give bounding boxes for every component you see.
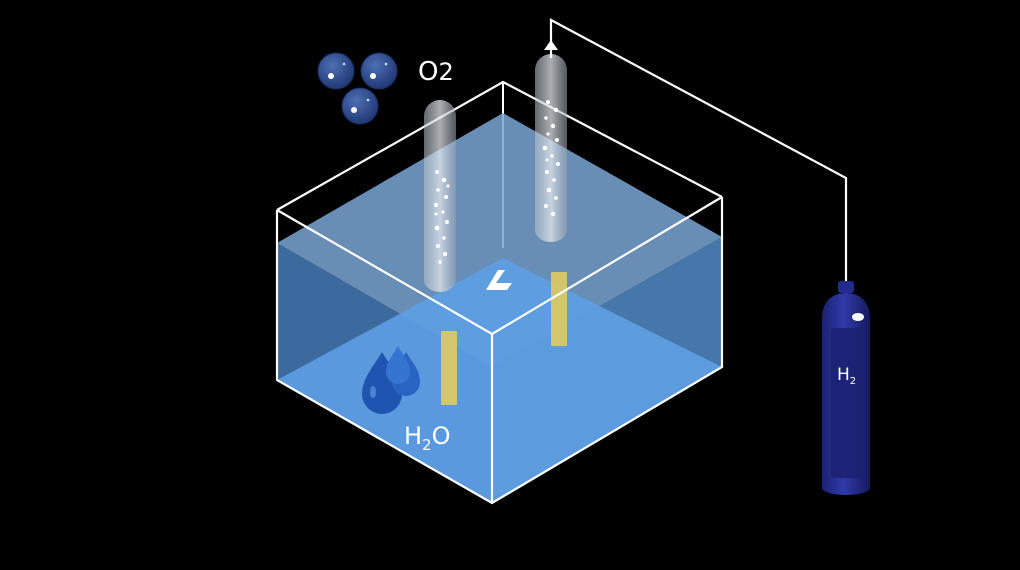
chevron-logo-icon <box>486 270 512 290</box>
oxygen-label-subscript: 2 <box>438 58 453 86</box>
oxygen-bubbles <box>433 170 450 264</box>
gas-pipe <box>549 18 848 290</box>
oxygen-label-main: O <box>418 57 438 87</box>
hydrogen-test-tube <box>535 54 567 242</box>
oxygen-test-tube <box>424 100 456 292</box>
water-label-o: O <box>432 422 451 450</box>
water-label: H2O <box>404 422 450 454</box>
hydrogen-bubbles <box>542 100 560 217</box>
arrow-up-icon <box>544 40 558 50</box>
cylinder-label: H2 <box>837 365 856 387</box>
water-drops-icon <box>362 346 420 414</box>
water-label-subscript: 2 <box>422 436 432 454</box>
water-inner-glow <box>277 258 722 503</box>
cylinder-label-main: H <box>837 365 850 385</box>
tank-front-outline <box>275 196 724 505</box>
anode-electrode <box>441 331 457 405</box>
tank <box>276 80 723 503</box>
cathode-electrode <box>551 272 567 346</box>
water-label-h: H <box>404 422 422 450</box>
cylinder-label-subscript: 2 <box>850 376 856 387</box>
water-surface <box>277 113 722 367</box>
oxygen-label: O2 <box>418 57 454 87</box>
oxygen-molecule-icon <box>317 52 398 125</box>
hydrogen-gas-cylinder: H2 <box>822 281 870 495</box>
